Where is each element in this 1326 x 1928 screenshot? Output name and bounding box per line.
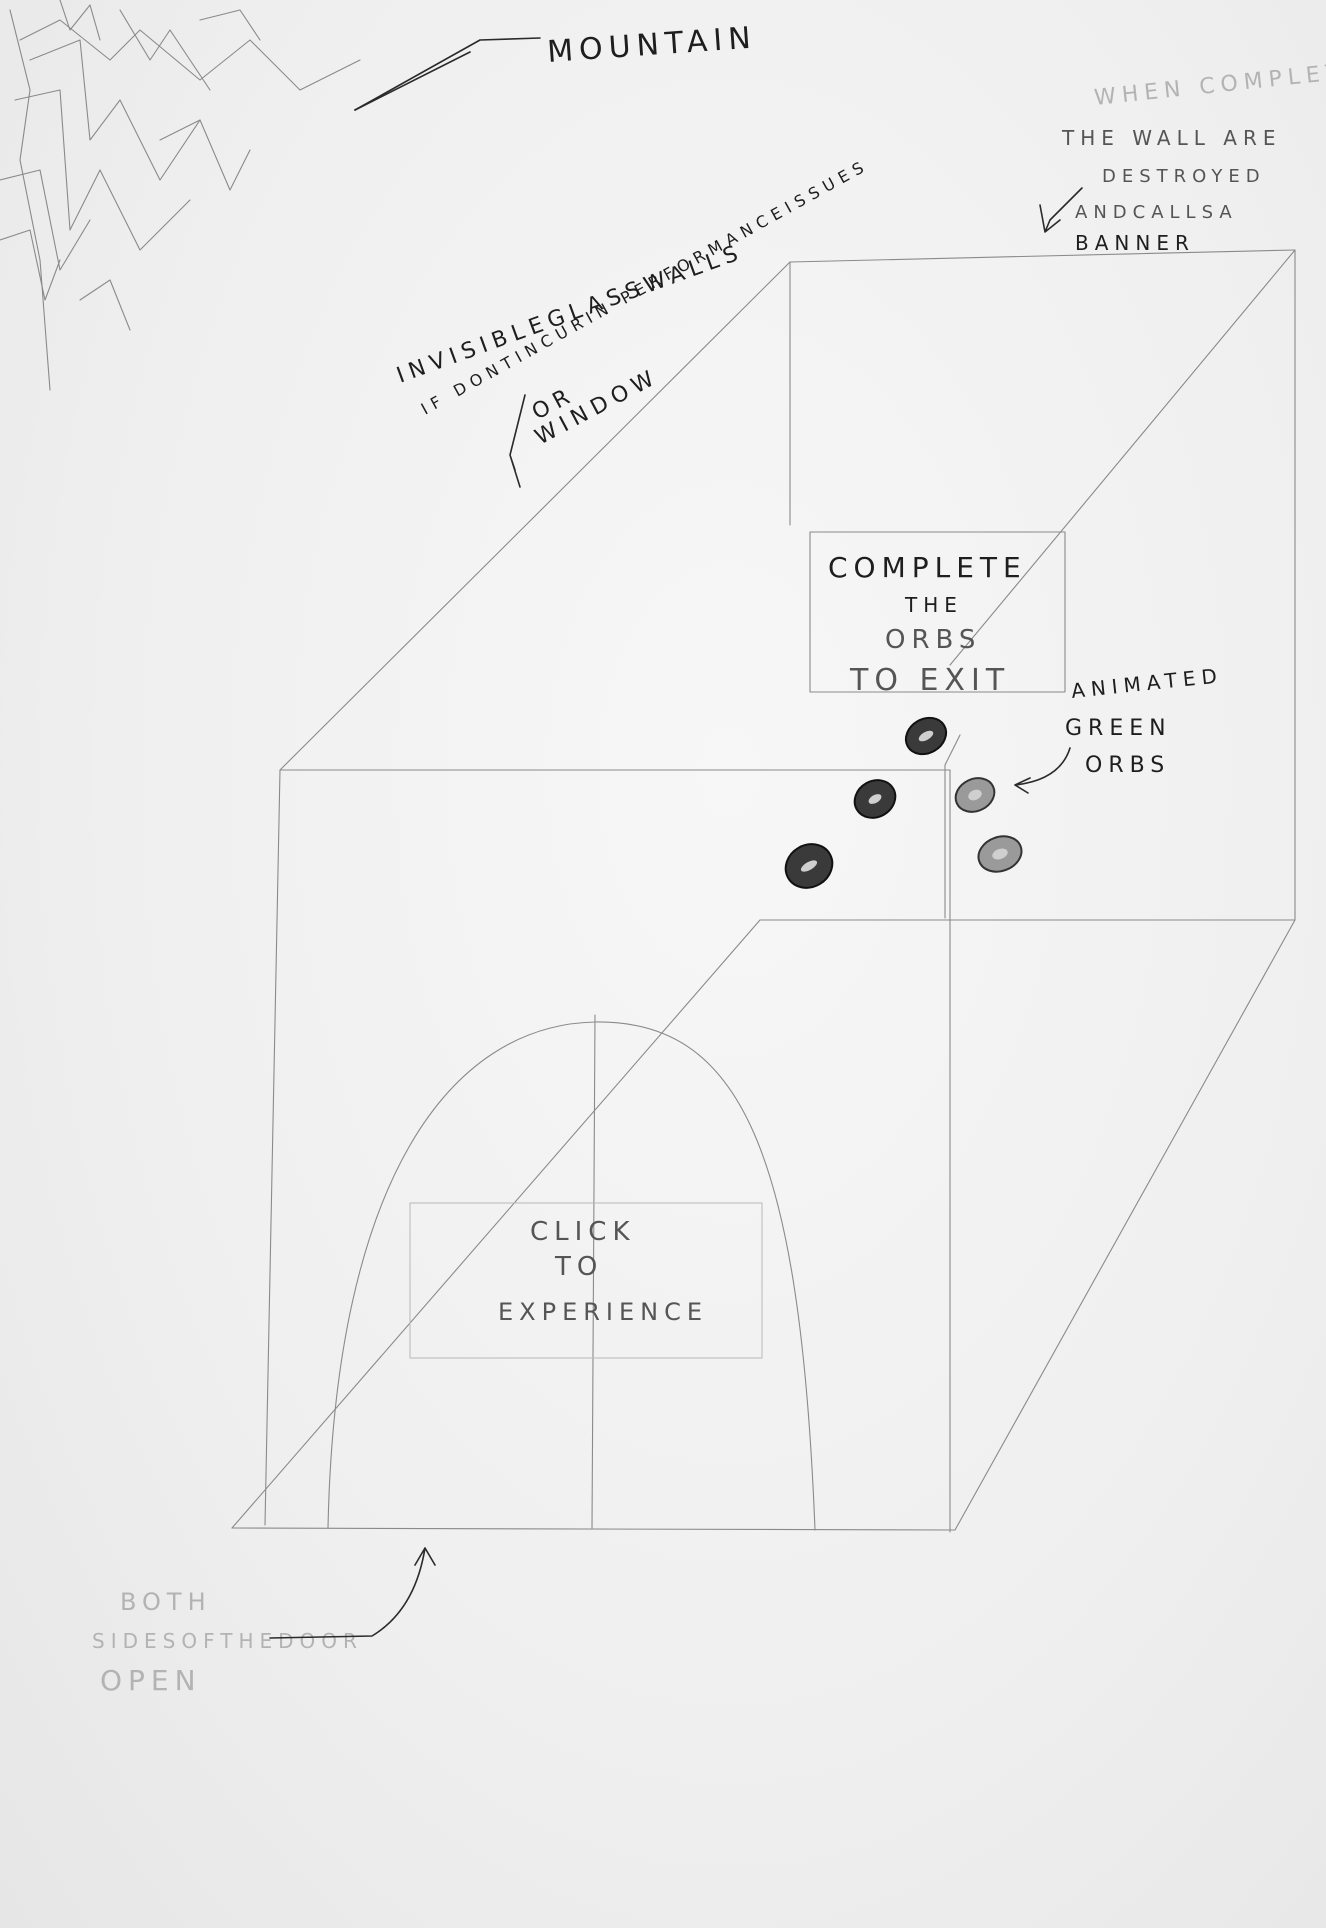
orb-1[interactable] [899, 711, 952, 761]
exit-sign-line-1: COMPLETE [828, 551, 1027, 584]
when-complete-line-4: ANDCALLSA [1075, 202, 1238, 223]
door-annotation-arrow [269, 1547, 436, 1639]
orbs-annotation: ANIMATED GREEN ORBS [1014, 663, 1224, 794]
invisible-walls-arrow [509, 394, 526, 488]
click-to-experience-line-3: EXPERIENCE [498, 1298, 708, 1326]
orb-4[interactable] [950, 772, 1000, 818]
when-complete-line-2: THE WALL ARE [1061, 126, 1281, 150]
mountain-label: MOUNTAIN [546, 20, 758, 70]
click-to-experience-line-2: TO [554, 1252, 603, 1282]
exit-sign: COMPLETE THE ORBS TO EXIT [809, 531, 1066, 698]
orb-2[interactable] [848, 773, 902, 825]
orbs-annotation-arrow [1014, 747, 1071, 794]
front-wall-outline [231, 769, 956, 1533]
door-annotation-line-3: OPEN [100, 1664, 202, 1697]
click-to-experience-panel[interactable]: CLICK TO EXPERIENCE [409, 1202, 763, 1359]
exit-sign-line-2: THE [904, 593, 963, 617]
mountain-sketch [0, 0, 361, 391]
door-annotation-line-1: BOTH [120, 1588, 212, 1616]
orb-3[interactable] [778, 836, 841, 896]
click-to-experience-line-1: CLICK [530, 1217, 636, 1247]
when-complete-line-5: BANNER [1075, 231, 1195, 255]
orb-5[interactable] [974, 831, 1027, 878]
orbs-annotation-line-2: GREEN [1065, 716, 1172, 741]
exit-sign-line-4: TO EXIT [849, 663, 1010, 698]
when-complete-arrow [1039, 187, 1083, 233]
orbs-annotation-line-3: ORBS [1085, 753, 1170, 778]
when-complete-line-3: DESTROYED [1102, 166, 1266, 187]
door-arch[interactable] [327, 1014, 816, 1531]
door-annotation: BOTH SIDESOFTHEDOOR OPEN [92, 1547, 436, 1697]
when-complete-annotation: WHEN COMPLETE THE WALL ARE DESTROYED AND… [1039, 58, 1326, 255]
when-complete-line-1: WHEN COMPLETE [1093, 58, 1326, 111]
invisible-walls-annotation: INVISIBLEGLASSWALLS IF DONTINCURIN PERFO… [394, 155, 872, 488]
mountain-label-arrow [354, 37, 541, 111]
door-annotation-line-2: SIDESOFTHEDOOR [92, 1629, 363, 1653]
exit-sign-line-3: ORBS [885, 625, 981, 655]
far-wall-outline [279, 249, 1296, 1531]
orb-panel [944, 734, 961, 919]
orbs-annotation-line-1: ANIMATED [1070, 663, 1224, 703]
